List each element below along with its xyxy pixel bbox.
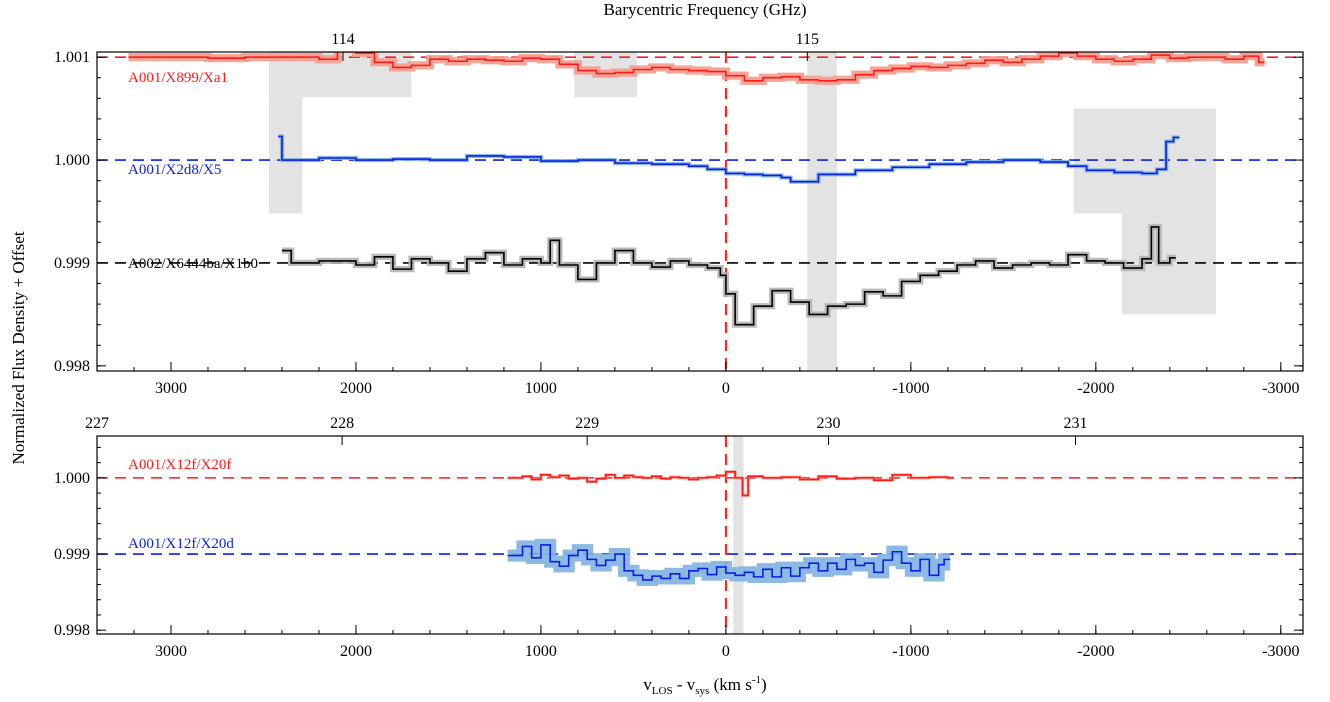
x-axis-label: vLOS - vsys (km s-1) bbox=[643, 674, 766, 697]
x-axis-label-mid: - v bbox=[673, 675, 696, 694]
bottom-x-tick-label: 1000 bbox=[525, 643, 557, 660]
top-y-tick-label: 0.999 bbox=[54, 255, 90, 272]
bottom-top-tick-label: 231 bbox=[1063, 415, 1087, 432]
top-x-tick-label: 3000 bbox=[155, 380, 187, 397]
x-axis-label-v: v bbox=[643, 675, 652, 694]
top-series-3-line bbox=[281, 226, 1176, 326]
bottom-y-tick-label: 1.000 bbox=[54, 470, 90, 487]
top-shaded-region-3 bbox=[574, 52, 638, 98]
top-frame bbox=[96, 51, 1304, 372]
top-frequency-axis-label: Barycentric Frequency (GHz) bbox=[604, 0, 807, 19]
bottom-x-tick-label: -2000 bbox=[1077, 643, 1114, 660]
bottom-top-tick-label: 230 bbox=[817, 415, 841, 432]
bottom-shaded-region-1 bbox=[733, 436, 744, 634]
top-x-tick-label: 2000 bbox=[340, 380, 372, 397]
bottom-y-tick-label: 0.999 bbox=[54, 546, 90, 563]
top-x-tick-label: 1000 bbox=[525, 380, 557, 397]
bottom-series-1-uncertainty-band bbox=[507, 470, 954, 497]
x-axis-label-sub-los: LOS bbox=[652, 685, 673, 697]
top-x-tick-label: 0 bbox=[722, 380, 730, 397]
bottom-top-tick-label: 228 bbox=[330, 415, 354, 432]
x-axis-label-close: ) bbox=[761, 675, 767, 694]
x-axis-label-sub-sys: sys bbox=[695, 685, 709, 697]
top-shaded-region-2 bbox=[269, 97, 303, 214]
bottom-x-tick-label: -1000 bbox=[892, 643, 929, 660]
top-x-tick-label: -2000 bbox=[1077, 380, 1114, 397]
bottom-frame bbox=[96, 435, 1304, 635]
bottom-top-tick-label: 229 bbox=[575, 415, 599, 432]
top-y-tick-label: 0.998 bbox=[54, 358, 90, 375]
bottom-top-tick-label: 227 bbox=[85, 415, 109, 432]
bottom-x-tick-label: 2000 bbox=[340, 643, 372, 660]
bottom-series-label-1: A001/X12f/X20f bbox=[128, 457, 231, 473]
top-panel: A001/X899/Xa1A001/X2d8/X5A002/X6444ba/X1… bbox=[54, 31, 1304, 397]
bottom-x-tick-label: -3000 bbox=[1262, 643, 1299, 660]
top-series-3-uncertainty-band bbox=[281, 223, 1176, 328]
bottom-series-label-2: A001/X12f/X20d bbox=[128, 536, 234, 552]
x-axis-label-unit: (km s bbox=[709, 675, 752, 694]
top-shaded-region-5 bbox=[1073, 108, 1217, 214]
top-top-tick-label: 115 bbox=[796, 31, 819, 48]
bottom-series-1-line bbox=[507, 470, 954, 497]
top-series-label-2: A001/X2d8/X5 bbox=[128, 162, 221, 178]
bottom-series-2-line bbox=[507, 544, 951, 581]
bottom-y-tick-label: 0.998 bbox=[54, 622, 90, 639]
top-y-tick-label: 1.001 bbox=[54, 49, 90, 66]
top-series-1-line bbox=[128, 52, 1265, 82]
top-series-2-line bbox=[278, 135, 1180, 183]
bottom-plot-area bbox=[97, 436, 1303, 634]
top-series-label-1: A001/X899/Xa1 bbox=[128, 70, 228, 86]
bottom-x-tick-label: 3000 bbox=[155, 643, 187, 660]
top-x-tick-label: -3000 bbox=[1262, 380, 1299, 397]
top-x-tick-label: -1000 bbox=[892, 380, 929, 397]
bottom-x-tick-label: 0 bbox=[722, 643, 730, 660]
top-series-label-3: A002/X6444ba/X1b0 bbox=[128, 256, 258, 272]
x-axis-label-exp: -1 bbox=[752, 674, 761, 686]
top-y-tick-label: 1.000 bbox=[54, 152, 90, 169]
top-shaded-region-4 bbox=[807, 52, 837, 371]
y-axis-label: Normalized Flux Density + Offset bbox=[9, 231, 28, 464]
top-top-tick-label: 114 bbox=[331, 31, 354, 48]
top-plot-area bbox=[97, 52, 1303, 371]
